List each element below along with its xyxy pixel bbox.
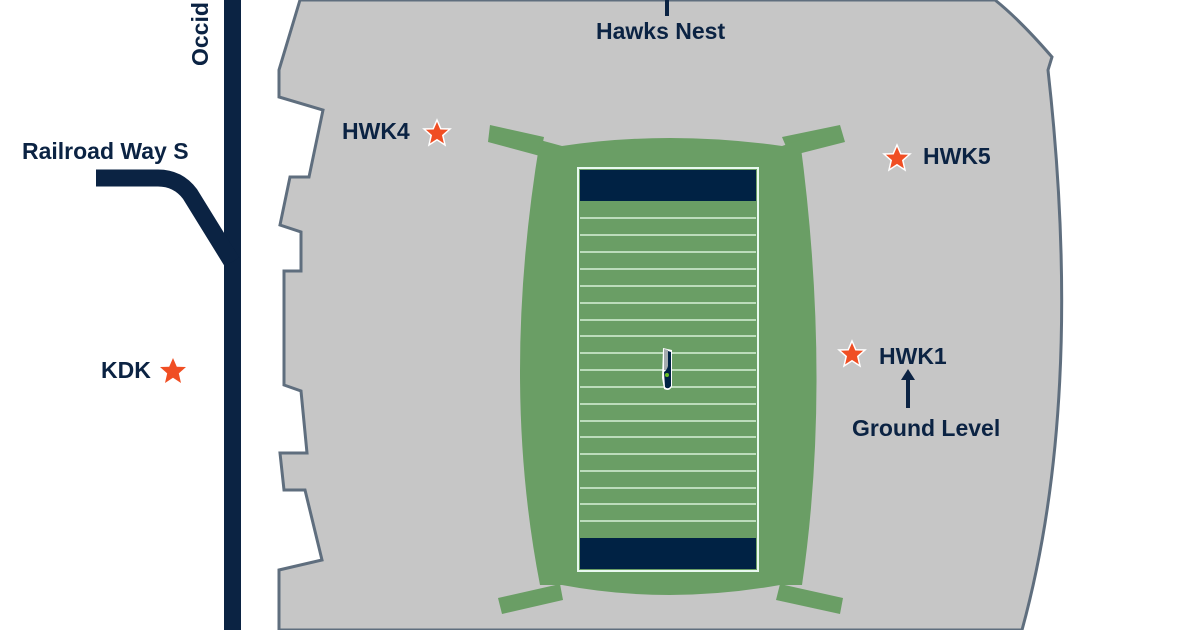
hawks-nest-label[interactable]: Hawks Nest <box>596 18 726 44</box>
hwk1-label[interactable]: HWK1 <box>879 343 947 369</box>
kdk-label[interactable]: KDK <box>101 357 151 383</box>
south-endzone <box>580 538 756 569</box>
hwk5-label[interactable]: HWK5 <box>923 143 991 169</box>
yard-lines <box>580 217 756 522</box>
ground-level-label: Ground Level <box>852 415 1001 441</box>
north-endzone <box>580 170 756 201</box>
seahawks-logo-icon <box>662 348 672 390</box>
hawks-nest-pointer <box>665 0 669 16</box>
star-icon[interactable] <box>160 358 186 383</box>
railroad-way-label: Railroad Way S <box>22 138 189 164</box>
streets <box>96 0 241 630</box>
up-arrow-icon <box>901 369 915 408</box>
occidental-avenue-road <box>224 0 241 630</box>
hwk4-label[interactable]: HWK4 <box>342 118 410 144</box>
occidental-street-label: Occid <box>187 2 213 66</box>
football-field <box>577 167 759 572</box>
railroad-way-road <box>96 169 240 267</box>
